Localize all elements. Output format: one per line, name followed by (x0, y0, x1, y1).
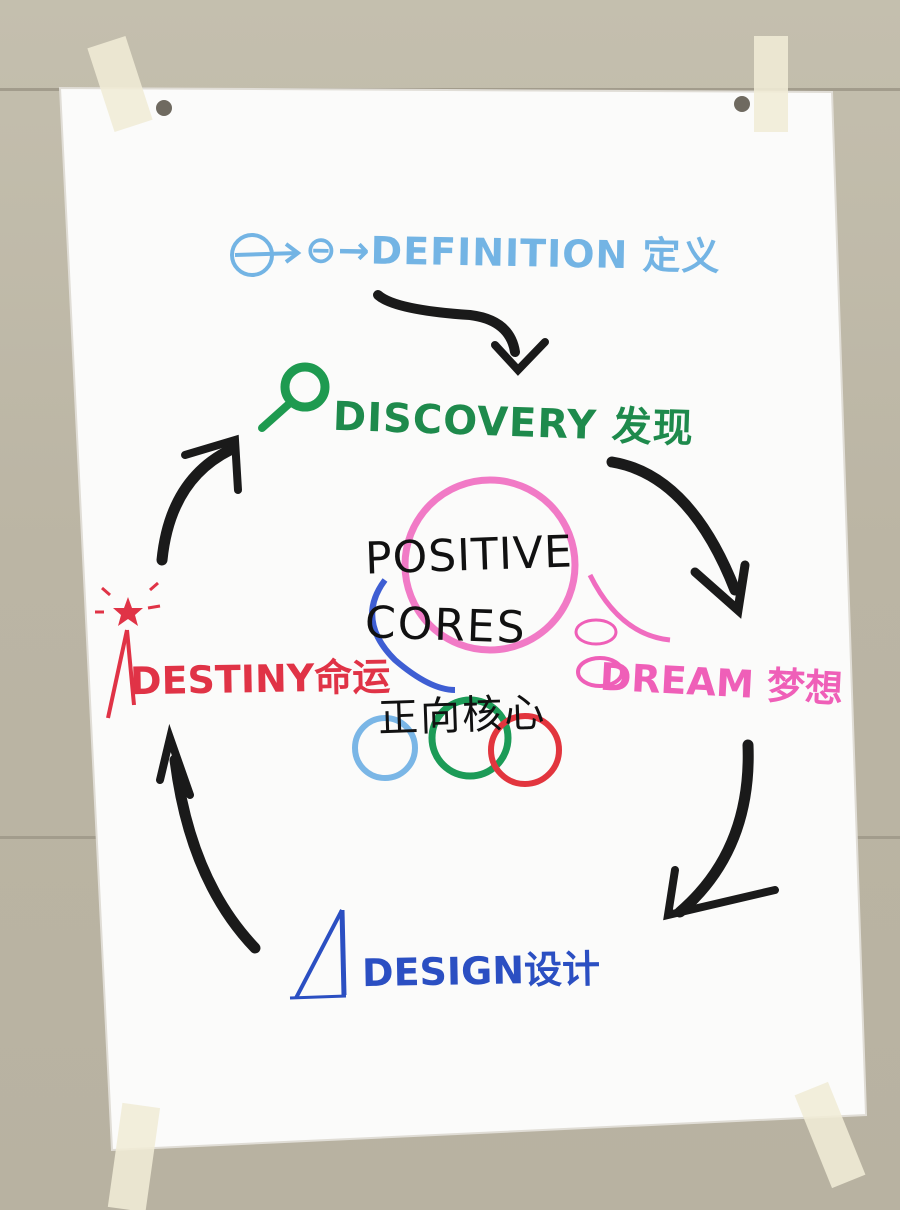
pink-core-circle (401, 476, 579, 654)
dream-circles-icon (574, 618, 624, 688)
design-pencil-icon (289, 909, 347, 1000)
blue-core-arc (369, 578, 456, 693)
punch-hole-left (156, 100, 172, 116)
green-core-circle (428, 696, 512, 780)
tape-top-right (754, 36, 788, 132)
arrow-dream-to-design (663, 739, 779, 921)
magnifier-icon (258, 362, 330, 432)
pink-arc-mark (587, 573, 671, 643)
definition-label: ⊖→DEFINITION 定义 (304, 227, 721, 279)
tape-bottom-right (794, 1081, 866, 1189)
destiny-label: DESTINY命运 (129, 654, 391, 704)
arrow-discovery-to-dream (606, 456, 750, 619)
design-label: DESIGN设计 (361, 946, 601, 996)
tape-top-left (87, 35, 153, 133)
arrow-destiny-to-discovery (156, 434, 242, 566)
punch-hole-right (734, 96, 750, 112)
tape-bottom-left (107, 1102, 161, 1210)
positive-label: POSITIVE (364, 526, 574, 585)
arrow-design-to-destiny (156, 723, 261, 954)
core-chinese-label: 正向核心 (377, 690, 547, 742)
light-blue-circle (352, 715, 418, 781)
definition-circle-arrow-icon (230, 233, 302, 277)
arrow-definition-to-discovery (373, 290, 549, 376)
cores-label: CORES (364, 597, 528, 654)
red-core-circle (488, 713, 562, 787)
destiny-star-icon (95, 581, 161, 719)
